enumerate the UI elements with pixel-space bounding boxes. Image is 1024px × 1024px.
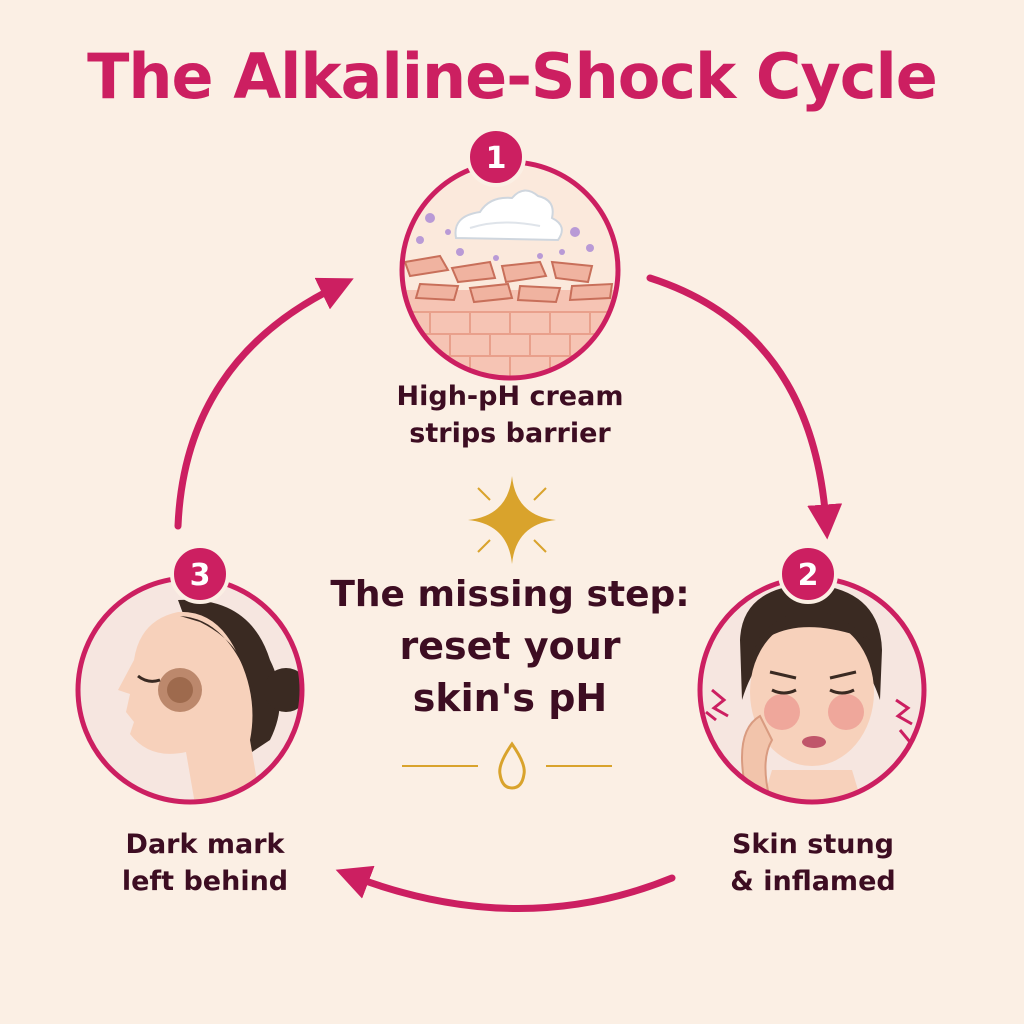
step-1-label-line2: strips barrier: [409, 418, 611, 449]
sparkle-icon: [468, 476, 556, 564]
step-3-label-line1: Dark mark: [125, 829, 285, 860]
arrow-2-to-3: [335, 865, 676, 912]
step-1-number: 1: [486, 141, 507, 176]
step-2-illustration: [697, 575, 927, 805]
step-1-illustration: [399, 159, 621, 381]
droplet-icon: [402, 741, 612, 790]
center-message: The missing step: reset your skin's pH: [290, 570, 730, 724]
arrow-3-to-1: [174, 277, 354, 530]
step-2-label-line2: & inflamed: [730, 866, 896, 897]
arrow-1-to-2: [646, 274, 843, 540]
step-1-label: High-pH cream strips barrier: [330, 378, 690, 452]
step-1-badge: 1: [466, 127, 526, 187]
center-line-3: skin's pH: [412, 676, 608, 720]
step-2-number: 2: [798, 558, 819, 593]
step-1-label-line1: High-pH cream: [396, 381, 624, 412]
step-3-number: 3: [190, 558, 211, 593]
center-line-2: reset your: [399, 624, 621, 668]
center-line-1: The missing step:: [330, 574, 690, 615]
step-3-badge: 3: [170, 544, 230, 604]
step-3-label: Dark mark left behind: [60, 826, 350, 900]
step-2-badge: 2: [778, 544, 838, 604]
diagram-title: The Alkaline-Shock Cycle: [87, 40, 938, 113]
step-2-label: Skin stung & inflamed: [668, 826, 958, 900]
step-3-illustration: [75, 575, 305, 805]
step-2-label-line1: Skin stung: [731, 829, 895, 860]
step-3-label-line2: left behind: [121, 866, 289, 897]
